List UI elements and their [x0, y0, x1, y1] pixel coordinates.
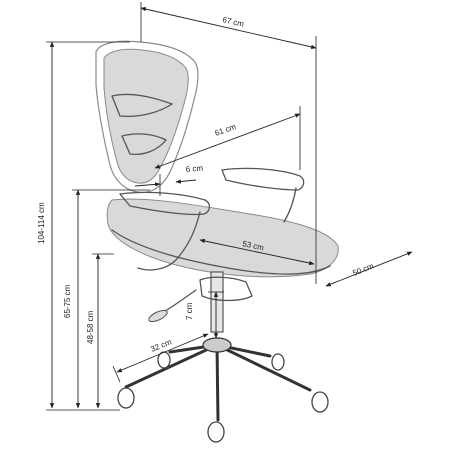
dim-53-line: [199, 238, 315, 266]
armrest-right-support: [283, 187, 297, 223]
backrest-mesh: [103, 48, 189, 184]
dimension-labels: 67 cm 61 cm 6 cm 53 cm 50 cm 7 cm 104-11…: [37, 15, 375, 354]
label-6cm: 6 cm: [185, 163, 203, 174]
dim-50-line: [325, 251, 413, 287]
caster-right: [311, 391, 329, 413]
label-61cm: 61 cm: [214, 122, 238, 138]
gas-lift: [210, 271, 224, 333]
dimension-lines: [46, 2, 413, 411]
caster-left: [117, 387, 135, 409]
base-hub: [202, 337, 232, 353]
label-48-58cm: 48-58 cm: [86, 310, 95, 344]
dim-67-line: [140, 6, 317, 50]
lever-knob: [148, 309, 168, 323]
caster-front: [207, 421, 225, 443]
caster-back-right: [271, 353, 285, 371]
dim-32-ext: [112, 365, 121, 383]
armrest-right: [221, 167, 305, 191]
dim-6-line-b: [175, 179, 197, 184]
label-50cm: 50 cm: [351, 261, 375, 278]
dim-61-line: [154, 113, 301, 169]
label-65-75cm: 65-75 cm: [63, 284, 72, 318]
dim-32-line: [116, 333, 209, 373]
chair-sketch: [95, 40, 339, 443]
casters: [117, 351, 329, 443]
label-7cm: 7 cm: [185, 302, 194, 320]
label-53cm: 53 cm: [242, 239, 266, 252]
armrest-left-support: [137, 211, 201, 271]
backrest-rib-upper: [111, 93, 173, 118]
dim-6-line-a: [134, 182, 161, 187]
seat: [106, 198, 339, 278]
armrest-left: [119, 191, 211, 216]
label-104-114cm: 104-114 cm: [37, 202, 46, 244]
dim-50-ext: [325, 281, 337, 287]
tilt-mechanism: [199, 276, 253, 302]
seat-front-edge: [111, 229, 331, 275]
